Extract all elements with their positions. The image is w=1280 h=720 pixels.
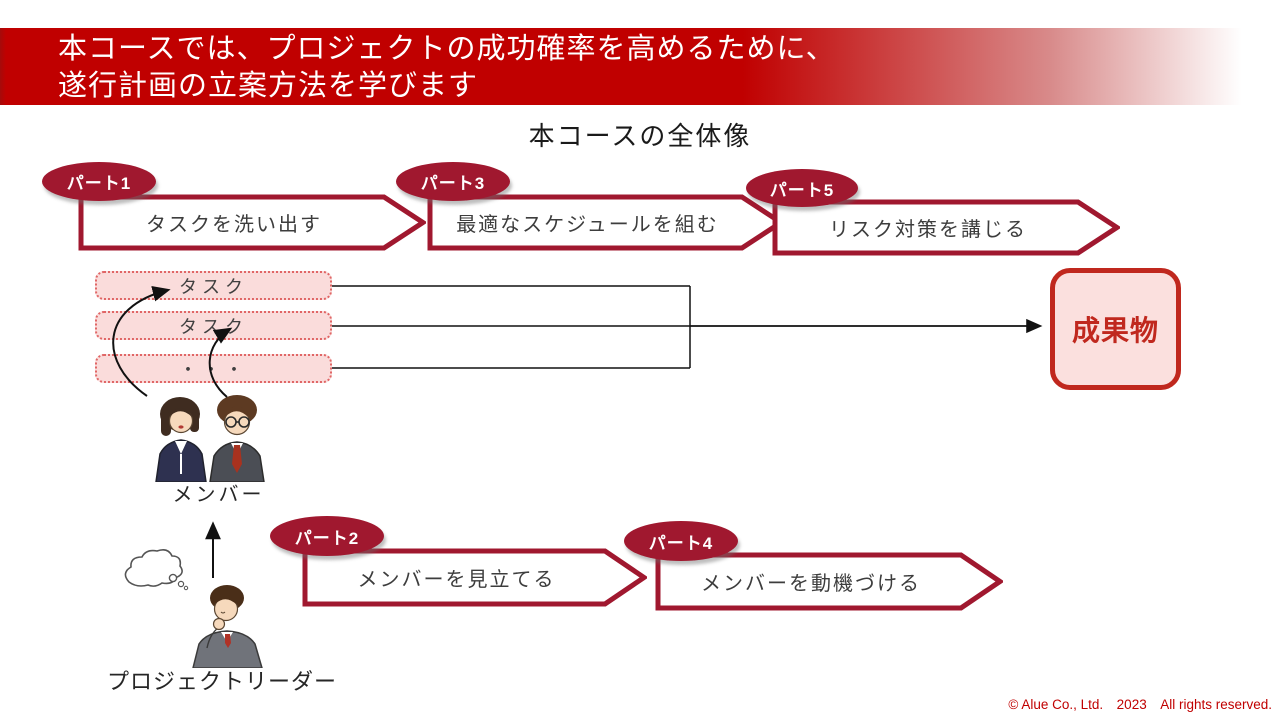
slide-title: 本コースの全体像 — [528, 121, 752, 151]
part3-badge: パート3 — [396, 162, 510, 201]
footer-copyright: © Alue Co., Ltd. 2023 All rights reserve… — [1008, 697, 1272, 712]
part5-label: リスク対策を講じる — [829, 219, 1027, 241]
header-banner: 本コースでは、プロジェクトの成功確率を高めるために、 遂行計画の立案方法を学びま… — [0, 28, 1280, 105]
task-label: タスク — [179, 276, 248, 297]
part5-badge: パート5 — [746, 169, 858, 207]
chevron-shape-icon — [78, 194, 426, 251]
chevron-shape-icon — [655, 552, 1003, 611]
part4-banner: メンバーを動機づける — [655, 552, 1003, 611]
part5-banner: リスク対策を講じる — [772, 199, 1120, 256]
part2-badge: パート2 — [270, 516, 384, 556]
thought-cloud-icon — [124, 549, 189, 591]
part2-label: メンバーを見立てる — [357, 569, 556, 591]
leader-label: プロジェクトリーダー — [106, 669, 337, 694]
task-box-3: ・・・ — [95, 354, 332, 383]
deliverable-box: 成果物 — [1050, 268, 1181, 390]
part4-badge: パート4 — [624, 521, 738, 561]
members-label: メンバー — [172, 484, 265, 506]
leader-illustration — [192, 585, 263, 668]
part1-badge: パート1 — [42, 162, 156, 201]
part3-banner: 最適なスケジュールを組む — [427, 194, 784, 251]
part4-label: メンバーを動機づける — [701, 573, 921, 595]
part2-banner: メンバーを見立てる — [302, 548, 647, 607]
deliverable-label: 成果物 — [1071, 315, 1159, 346]
header-line-2: 遂行計画の立案方法を学びます — [58, 70, 479, 102]
task-box-1: タスク — [95, 271, 332, 300]
chevron-shape-icon — [427, 194, 784, 251]
task-label: タスク — [179, 316, 248, 337]
members-illustration — [155, 395, 265, 482]
header-line-1: 本コースでは、プロジェクトの成功確率を高めるために、 — [58, 33, 836, 65]
chevron-shape-icon — [302, 548, 647, 607]
task-label: ・・・ — [179, 359, 248, 380]
chevron-shape-icon — [772, 199, 1120, 256]
part3-label: 最適なスケジュールを組む — [456, 214, 719, 236]
part1-banner: タスクを洗い出す — [78, 194, 426, 251]
task-box-2: タスク — [95, 311, 332, 340]
part1-label: タスクを洗い出す — [146, 214, 322, 236]
